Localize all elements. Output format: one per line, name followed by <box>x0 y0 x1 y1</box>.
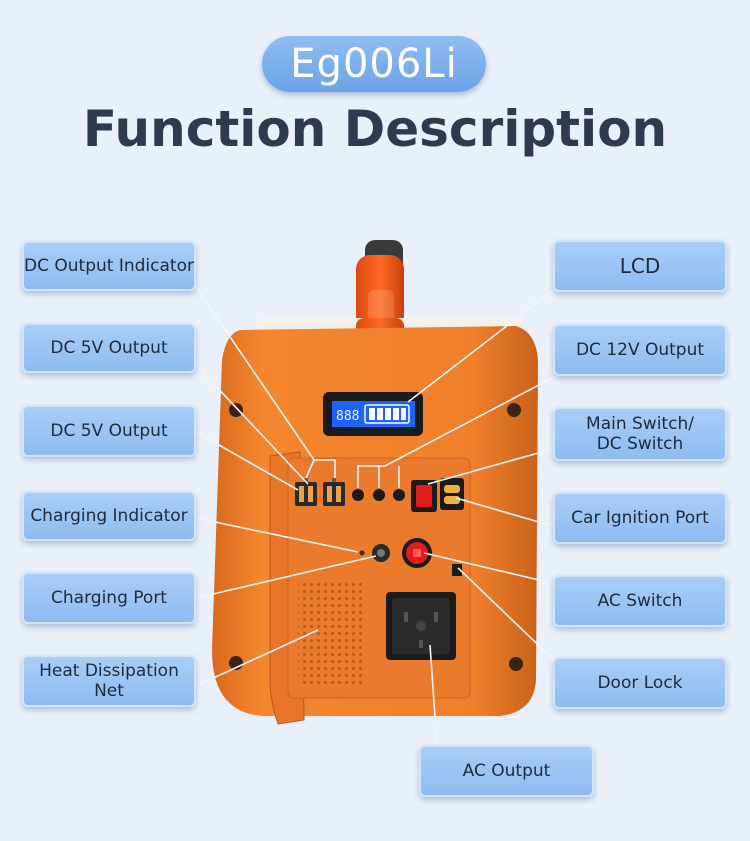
model-badge: Eg006Li <box>262 36 486 92</box>
car-ignition-port <box>440 478 464 510</box>
label-ac-output: AC Output <box>419 745 594 797</box>
charging-indicator-led <box>359 550 365 556</box>
label-dc-5v-output-2: DC 5V Output <box>22 405 196 457</box>
label-lcd: LCD <box>553 240 727 292</box>
label-dc-12v-output: DC 12V Output <box>553 324 727 376</box>
label-heat-dissipation-net: Heat Dissipation Net <box>22 655 196 707</box>
label-main-switch-line2: DC Switch <box>596 434 684 454</box>
label-dc-output-indicator: DC Output Indicator <box>22 241 196 291</box>
label-ac-switch: AC Switch <box>553 575 727 627</box>
lcd-readout: 888 <box>336 409 359 424</box>
label-door-lock: Door Lock <box>553 657 727 709</box>
dc-12v-port-2 <box>373 489 385 501</box>
label-dc-5v-output-1: DC 5V Output <box>22 323 196 373</box>
usb-port-left <box>295 482 317 506</box>
heat-dissipation-grill <box>298 580 366 684</box>
label-main-switch: Main Switch/ DC Switch <box>553 407 727 461</box>
dc-12v-port-3 <box>393 489 405 501</box>
label-car-ignition-port: Car Ignition Port <box>553 492 727 544</box>
door-lock <box>452 564 462 576</box>
dc-12v-port-1 <box>352 489 364 501</box>
leader-lines <box>195 286 557 747</box>
usb-port-right <box>323 482 345 506</box>
label-main-switch-line1: Main Switch/ <box>586 414 694 434</box>
label-charging-port: Charging Port <box>22 572 196 624</box>
page-title: Function Description <box>82 100 668 158</box>
label-charging-indicator: Charging Indicator <box>22 491 196 541</box>
